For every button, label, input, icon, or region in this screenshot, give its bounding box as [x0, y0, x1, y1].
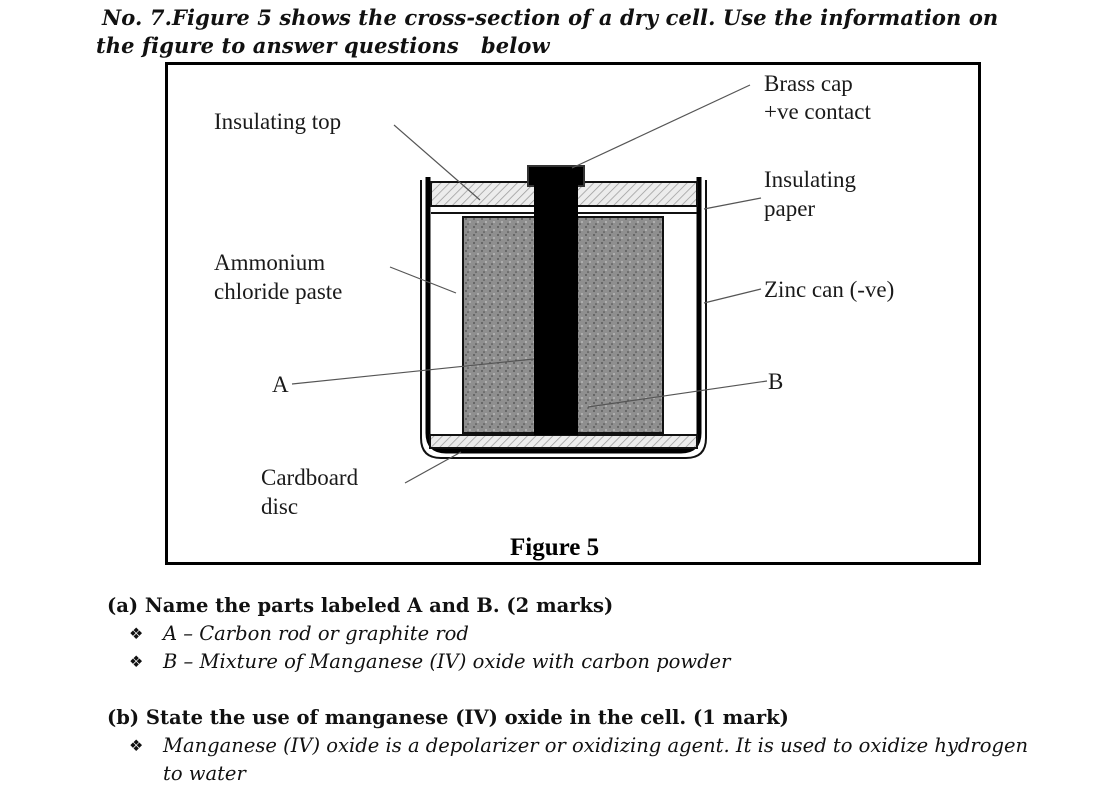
carbon-rod [534, 170, 578, 435]
pointer-brass-cap [571, 84, 751, 169]
label-ammonium-line-2: chloride paste [214, 279, 343, 304]
answer-manganese-use: Manganese (IV) oxide is a depolarizer or… [163, 734, 1029, 785]
answer-item: ❖ Manganese (IV) oxide is a depolarizer … [107, 732, 1043, 788]
answer-a: A – Carbon rod or graphite rod [163, 622, 469, 645]
pointer-cardboard [404, 451, 462, 484]
answer-item: ❖ B – Mixture of Manganese (IV) oxide wi… [107, 648, 730, 676]
label-cardboard-line-2: disc [261, 494, 299, 519]
label-brass-cap-line-2: +ve contact [764, 99, 871, 124]
part-a-heading: (a) Name the parts labeled A and B. (2 m… [107, 594, 614, 617]
label-insulating-paper-line-2: paper [764, 196, 816, 221]
label-insulating-top: Insulating top [214, 109, 342, 134]
pointer-insulating-top [393, 124, 481, 201]
question-title: No. 7.Figure 5 shows the cross-section o… [96, 4, 1076, 60]
answer-item: ❖ A – Carbon rod or graphite rod [107, 620, 730, 648]
diamond-bullet-icon: ❖ [129, 624, 144, 643]
part-b: (b) State the use of manganese (IV) oxid… [107, 704, 1043, 788]
label-cardboard-line-1: Cardboard [261, 465, 359, 490]
question-title-line-2: the figure to answer questions below [96, 33, 550, 58]
figure-5: Insulating top Brass cap +ve contact Ins… [165, 62, 981, 565]
answer-b: B – Mixture of Manganese (IV) oxide with… [163, 650, 731, 673]
dry-cell-diagram [291, 84, 768, 484]
insulating-paper [420, 180, 707, 459]
pointer-b [587, 380, 768, 408]
diamond-bullet-icon: ❖ [129, 736, 144, 755]
diamond-bullet-icon: ❖ [129, 652, 144, 671]
part-b-heading: (b) State the use of manganese (IV) oxid… [107, 706, 789, 729]
zinc-can [425, 177, 702, 454]
cardboard-disc [429, 434, 698, 449]
question-title-line-1: No. 7.Figure 5 shows the cross-section o… [102, 5, 999, 30]
part-a: (a) Name the parts labeled A and B. (2 m… [107, 592, 730, 676]
pointer-ammonium [389, 266, 457, 294]
label-brass-cap-line-1: Brass cap [764, 71, 853, 96]
label-a: A [272, 372, 289, 397]
pointer-zinc-can [703, 288, 762, 304]
label-ammonium-line-1: Ammonium [214, 250, 326, 275]
label-insulating-paper-line-1: Insulating [764, 167, 856, 192]
pointer-a [291, 358, 535, 385]
label-b: B [768, 369, 784, 394]
label-zinc-can: Zinc can (-ve) [764, 277, 895, 302]
figure-caption: Figure 5 [510, 534, 600, 561]
pointer-insulating-paper [703, 197, 762, 210]
